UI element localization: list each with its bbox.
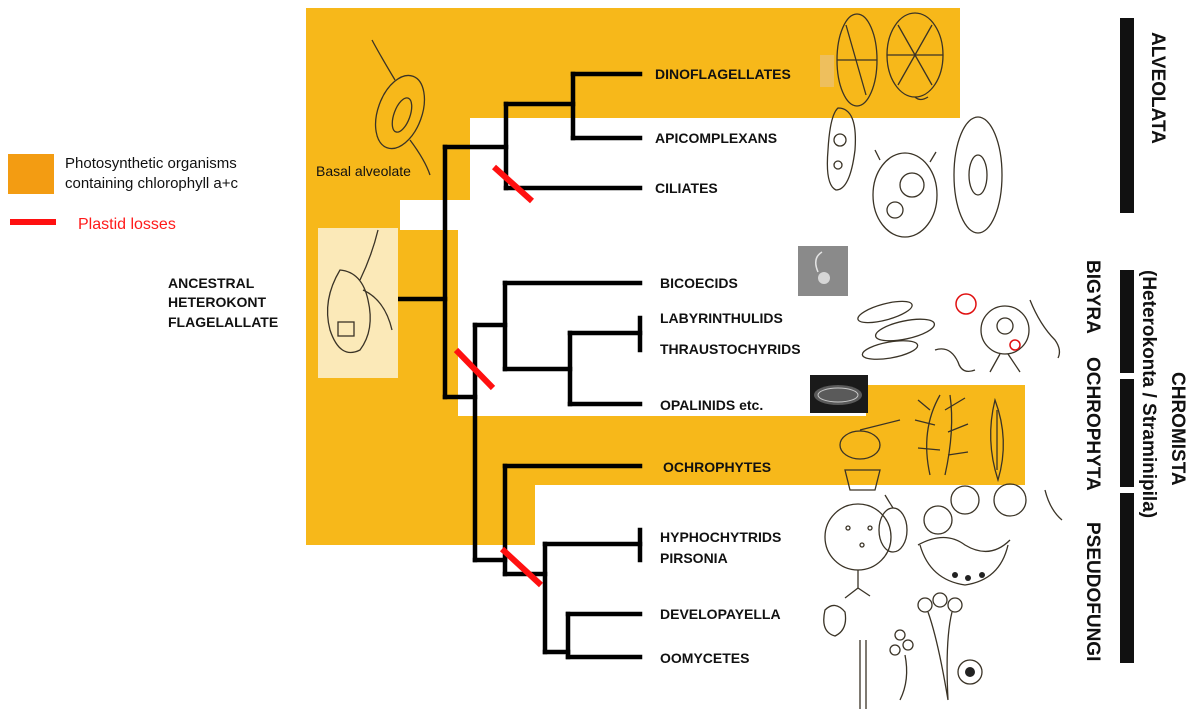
taxon-label-opalinids: OPALINIDS etc. [660,397,763,413]
chromista-label: CHROMISTA [1167,372,1188,486]
legend-plastid-loss-label: Plastid losses [78,216,176,233]
root-label: ANCESTRAL HETEROKONT FLAGELALLATE [168,275,278,330]
legend-photosynthetic-label-2: containing chlorophyll a+c [65,175,239,192]
taxon-label-apicomplexans: APICOMPLEXANS [655,130,777,146]
alveolata-label: ALVEOLATA [1147,32,1168,144]
root-label-line-1: ANCESTRAL [168,275,255,291]
taxon-label-ochrophytes: OCHROPHYTES [663,459,771,475]
plastid-loss-ciliates [494,167,532,201]
ancestral-flagellate-drawing [318,228,398,378]
legend-photosynthetic-label-1: Photosynthetic organisms [65,155,237,172]
alveolata-bar [1120,18,1134,213]
labyrinthulid-drawings [856,294,1060,372]
chromista-bar-ochrophyta [1120,379,1134,487]
ochrophyta-label: OCHROPHYTA [1082,357,1103,491]
bigyra-label: BIGYRA [1082,260,1103,334]
taxon-label-hyphochytrids: HYPHOCHYTRIDS [660,529,781,545]
taxon-label-developayella: DEVELOPAYELLA [660,606,781,622]
bicoecid-micrograph [798,246,848,296]
oomycete-drawings [824,593,982,709]
ciliate-drawings [873,117,1002,237]
chromista-bar-bigyra [1120,270,1134,373]
chromista-sublabel: (Heterokonta / Straminipila) [1138,270,1159,518]
plastid-loss-pseudofungi [502,549,541,585]
legend: Photosynthetic organisms containing chlo… [8,154,239,233]
taxon-label-ciliates: CILIATES [655,180,718,196]
taxon-labels: DINOFLAGELLATES APICOMPLEXANS CILIATES B… [655,66,801,666]
legend-photosynthetic-swatch [8,154,54,194]
root-label-line-3: FLAGELALLATE [168,314,278,330]
apicomplexan-drawing [827,108,855,190]
pseudofungi-label: PSEUDOFUNGI [1082,522,1103,661]
chromista-bar-pseudofungi [1120,493,1134,663]
taxon-label-dinoflagellates: DINOFLAGELLATES [655,66,791,82]
taxon-label-thraustochyrids: THRAUSTOCHYRIDS [660,341,801,357]
hyphochytrid-drawings [825,484,1062,598]
taxon-label-oomycetes: OOMYCETES [660,650,749,666]
group-annotations: ALVEOLATA CHROMISTA (Heterokonta / Stram… [1082,18,1188,663]
taxon-label-pirsonia: PIRSONIA [660,550,728,566]
opalinid-micrograph [810,375,868,413]
root-label-line-2: HETEROKONT [168,294,266,310]
taxon-label-bicoecids: BICOECIDS [660,275,738,291]
basal-alveolate-label: Basal alveolate [316,163,411,179]
taxon-label-labyrinthulids: LABYRINTHULIDS [660,310,783,326]
